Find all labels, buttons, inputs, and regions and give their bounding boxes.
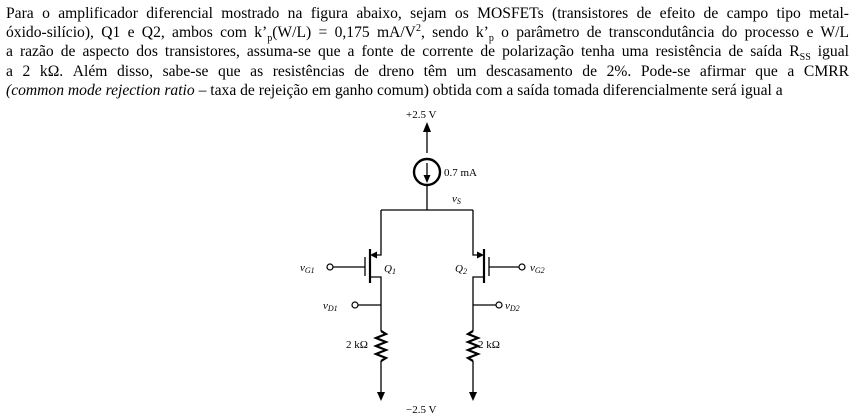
q2-source-arrow-icon <box>477 251 484 259</box>
question-line-3-part-b: igual <box>810 43 849 61</box>
vd1-terminal-icon <box>351 301 359 309</box>
vg2-terminal-icon <box>518 263 526 271</box>
question-line-4: a 2 kΩ. Além disso, sabe-se que as resis… <box>6 62 849 80</box>
subscript-p: p <box>267 33 273 45</box>
q2-label: Q2 <box>455 263 467 276</box>
question-line-5-italic: (common mode rejection ratio <box>6 81 195 99</box>
vd2-label: vD2 <box>505 300 520 313</box>
question-line-3: a razão de aspecto dos transistores, ass… <box>6 42 849 64</box>
question-line-3-part-a: a razão de aspecto dos transistores, ass… <box>6 43 800 61</box>
q1-source-arrow-icon <box>370 251 377 259</box>
question-line-5: (common mode rejection ratio – taxa de r… <box>6 81 849 100</box>
vd1-label: vD1 <box>323 300 338 313</box>
q1-drain-lead <box>370 276 382 305</box>
q2-source-lead <box>472 210 482 256</box>
vs-label: vS <box>452 193 461 206</box>
vg1-terminal-icon <box>326 263 334 271</box>
r2-label: 2 kΩ <box>478 339 500 351</box>
question-line-2-part-d: o parâmetro de transcondutância do proce… <box>493 24 849 42</box>
q1-source-lead <box>372 210 382 256</box>
subscript-p: p <box>488 33 494 45</box>
r1-label: 2 kΩ <box>346 339 368 351</box>
q1-label: Q1 <box>384 263 396 276</box>
vg1-label: vG1 <box>300 262 315 275</box>
question-line-2-part-b: (W/L) = 0,175 mA/V <box>272 24 416 42</box>
r1-resistor-icon <box>373 330 389 362</box>
question-text: Para o amplificador diferencial mostrado… <box>6 4 849 100</box>
vdd-label: +2.5 V <box>406 109 437 121</box>
question-line-5-rest: – taxa de rejeição em ganho comum) obtid… <box>194 81 783 99</box>
vss-label: −2.5 V <box>406 404 437 416</box>
current-source-arrow-head-icon <box>423 175 431 183</box>
question-line-2-part-c: , sendo k’ <box>420 24 489 42</box>
subscript-ss: SS <box>799 52 811 64</box>
q2-drain-lead <box>472 276 484 305</box>
current-source-label: 0.7 mA <box>444 167 477 179</box>
vdd-arrow-icon <box>423 122 431 132</box>
r2-vss-arrow-icon <box>469 392 477 401</box>
superscript-2: 2 <box>415 23 421 35</box>
question-line-2-part-a: óxido-silício), Q1 e Q2, ambos com k’ <box>6 24 268 42</box>
vd2-terminal-icon <box>495 301 503 309</box>
r1-vss-arrow-icon <box>377 392 385 401</box>
r2-resistor-icon <box>465 330 481 362</box>
question-line-1: Para o amplificador diferencial mostrado… <box>6 5 849 22</box>
vg2-label: vG2 <box>530 262 545 275</box>
question-line-2: óxido-silício), Q1 e Q2, ambos com k’p(W… <box>6 23 849 45</box>
